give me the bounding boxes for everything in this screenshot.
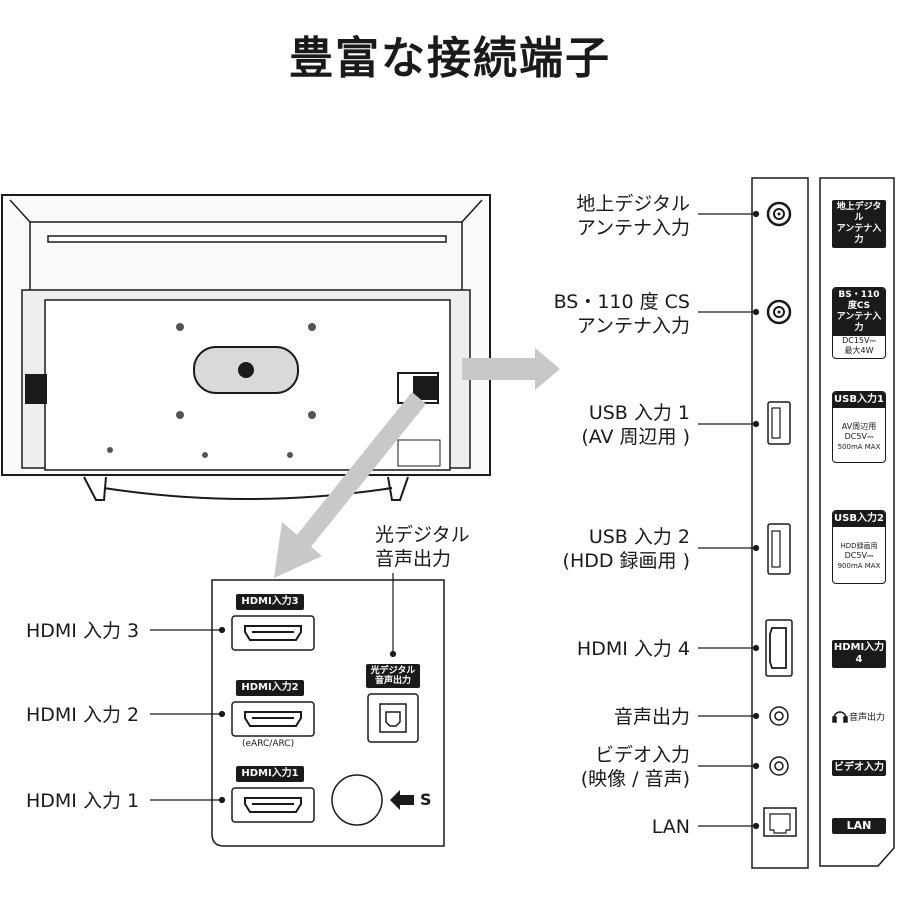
label-video-in: ビデオ入力 (映像 / 音声) [581, 743, 690, 791]
label-usb1: USB 入力 1 (AV 周辺用 ) [581, 401, 690, 449]
lan-port [763, 807, 797, 837]
label-usb2-line2: (HDD 録画用 ) [562, 550, 690, 572]
label-bs-line1: BS・110 度 CS [553, 291, 690, 313]
side-bs-line2: アンテナ入力 [836, 312, 882, 333]
hdmi3-port [231, 615, 315, 651]
page-title: 豊富な接続端子 [289, 33, 611, 84]
label-lan: LAN [651, 816, 690, 838]
usb1-port [767, 401, 791, 445]
side-terrestrial-line1: 地上デジタル [836, 202, 882, 223]
label-usb1-line2: (AV 周辺用 ) [581, 426, 690, 448]
side-usb1-sub: AV周辺用 [841, 422, 877, 431]
label-terrestrial: 地上デジタル アンテナ入力 [576, 192, 690, 240]
right-leader-lines [698, 210, 760, 830]
arrow-to-right-panel [462, 348, 560, 390]
tag-hdmi1: HDMI入力1 [236, 766, 304, 782]
side-usb2-current: 900mA MAX [837, 562, 881, 570]
side-tag-bs: BS・110度CS アンテナ入力 DC15V⎓ 最大4W [832, 287, 886, 359]
side-tag-terrestrial: 地上デジタル アンテナ入力 [832, 200, 886, 248]
label-audio-out: 音声出力 [613, 706, 690, 728]
earc-note: (eARC/ARC) [242, 739, 295, 749]
label-bs-line2: アンテナ入力 [576, 315, 690, 337]
side-tag-usb1: USB入力1 AV周辺用 DC5V⎓ 500mA MAX [832, 391, 886, 463]
tag-hdmi2: HDMI入力2 [236, 680, 304, 696]
tv-back [1, 194, 491, 501]
video-in-jack [769, 756, 789, 776]
label-optical-line1: 光デジタル [375, 524, 470, 546]
tag-hdmi3: HDMI入力3 [236, 594, 304, 610]
side-tag-audio: 音声出力 [849, 713, 886, 723]
optical-port [367, 693, 419, 743]
left-port-panel [211, 579, 445, 847]
hdmi2-port [231, 701, 315, 737]
side-bs-max: 最大4W [844, 346, 874, 355]
headphone-icon [832, 711, 848, 723]
label-bs: BS・110 度 CS アンテナ入力 [554, 290, 690, 338]
service-port [331, 774, 383, 826]
side-tag-video: ビデオ入力 [832, 760, 886, 776]
tag-optical-line2: 音声出力 [374, 676, 411, 686]
label-optical: 光デジタル 音声出力 [375, 523, 470, 571]
side-bs-line1: BS・110度CS [838, 290, 880, 311]
label-terrestrial-line1: 地上デジタル [576, 193, 690, 215]
label-video-line1: ビデオ入力 [594, 744, 690, 766]
hdmi4-port [765, 619, 793, 677]
side-usb2-tag: USB入力2 [833, 511, 885, 527]
label-hdmi2: HDMI 入力 2 [26, 704, 140, 726]
antenna-port-2 [766, 299, 792, 325]
side-terrestrial-line2: アンテナ入力 [836, 224, 882, 245]
label-hdmi1: HDMI 入力 1 [26, 790, 140, 812]
side-usb1-power: DC5V⎓ [844, 432, 874, 441]
side-usb2-power: DC5V⎓ [844, 551, 874, 560]
side-tag-hdmi4: HDMI入力4 [832, 640, 886, 668]
tag-optical: 光デジタル 音声出力 [366, 664, 420, 688]
s-mark: S [420, 790, 432, 809]
side-usb2-sub: HDD録画用 [840, 542, 878, 550]
label-video-line2: (映像 / 音声) [580, 768, 690, 790]
label-hdmi4: HDMI 入力 4 [576, 638, 690, 660]
side-usb1-current: 500mA MAX [837, 443, 881, 451]
right-port-strip [751, 177, 809, 869]
side-tag-lan: LAN [832, 818, 886, 834]
usb2-port [767, 523, 791, 575]
audio-out-jack [769, 706, 789, 726]
label-usb2-line1: USB 入力 2 [588, 526, 690, 548]
left-leader-lines [150, 573, 397, 804]
side-usb1-tag: USB入力1 [833, 392, 885, 408]
label-hdmi3: HDMI 入力 3 [26, 620, 140, 642]
label-terrestrial-line2: アンテナ入力 [576, 217, 690, 239]
label-usb1-line1: USB 入力 1 [588, 402, 690, 424]
label-optical-line2: 音声出力 [375, 548, 452, 570]
tag-optical-line1: 光デジタル [370, 666, 416, 676]
hdmi1-port [231, 787, 315, 823]
arrow-to-left-panel [274, 392, 426, 578]
side-tag-usb2: USB入力2 HDD録画用 DC5V⎓ 900mA MAX [832, 510, 886, 584]
s-arrow-icon [390, 790, 414, 810]
antenna-port-1 [766, 201, 792, 227]
side-bs-power: DC15V⎓ [842, 336, 876, 345]
label-usb2: USB 入力 2 (HDD 録画用 ) [563, 525, 690, 573]
